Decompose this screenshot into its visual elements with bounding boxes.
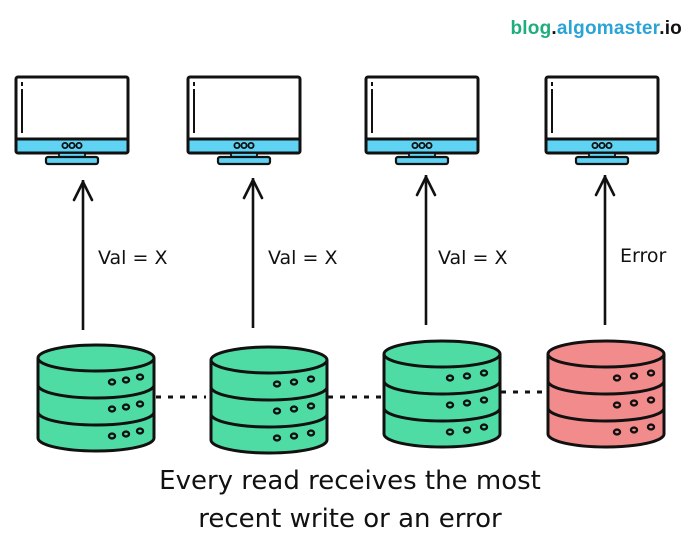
brand-logo: blog.algomaster.io (511, 18, 683, 40)
brand-part-algomaster: algomaster (556, 18, 660, 39)
client-2-monitor-icon (186, 75, 302, 166)
node-3-database-icon (382, 339, 502, 449)
client-3-response-label: Val = X (438, 247, 508, 269)
node-1-database-icon (36, 343, 156, 453)
client-2-response-label: Val = X (268, 247, 338, 269)
read-arrow-1 (72, 178, 94, 332)
read-arrow-2 (242, 176, 264, 330)
caption-line-2: recent write or an error (198, 504, 502, 534)
replication-links (156, 390, 548, 399)
brand-part-io: io (664, 18, 682, 39)
client-3-monitor-icon (364, 75, 480, 166)
read-arrow-4 (594, 173, 616, 327)
caption-line-1: Every read receives the most (159, 466, 541, 496)
client-1-response-label: Val = X (98, 247, 168, 269)
client-4-monitor-icon (544, 75, 660, 166)
caption: Every read receives the most recent writ… (0, 462, 700, 538)
client-1-monitor-icon (14, 75, 130, 166)
read-arrow-3 (415, 173, 437, 327)
node-4-database-icon (546, 339, 666, 449)
brand-dot: . (659, 18, 665, 39)
node-2-database-icon (209, 345, 329, 455)
brand-part-blog: blog (510, 18, 552, 39)
brand-dot: . (551, 18, 557, 39)
client-4-response-label: Error (620, 245, 667, 267)
